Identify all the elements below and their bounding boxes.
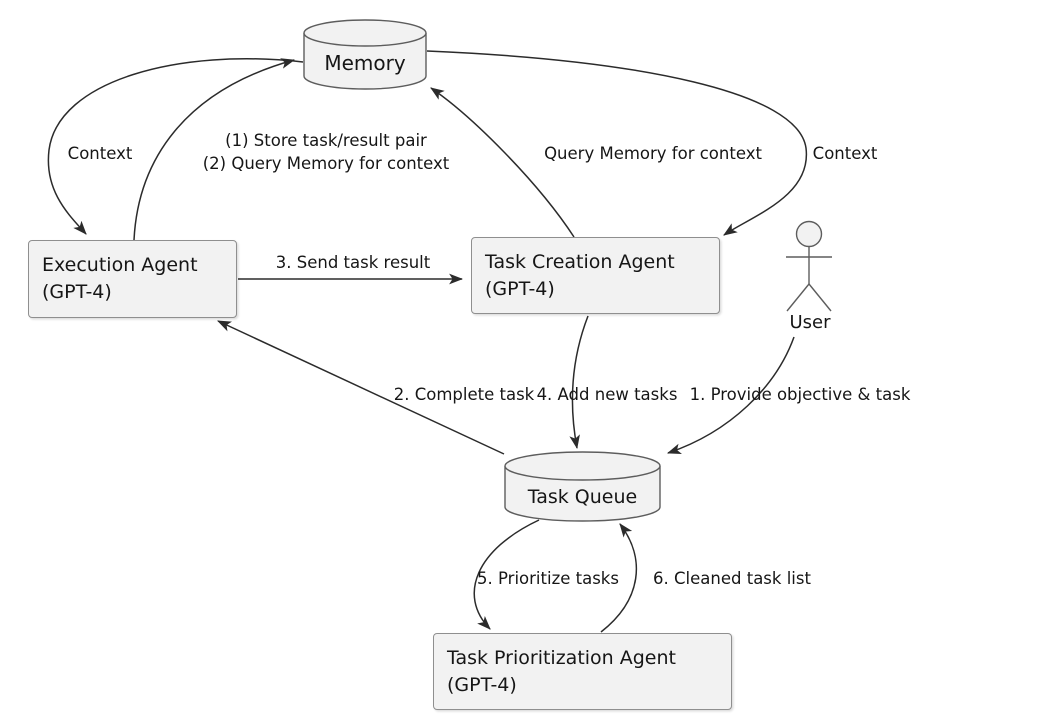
memory-cylinder — [303, 19, 427, 90]
edge-label-cleaned-task-list: 6. Cleaned task list — [653, 569, 811, 588]
edge-store-query — [133, 58, 296, 241]
task-creation-agent-label: Task Creation Agent — [485, 250, 675, 273]
edge-label-context-right: Context — [812, 144, 878, 163]
user-left-leg-line — [786, 283, 810, 312]
edge-label-query-memory: Query Memory for context — [544, 144, 762, 163]
task-queue-label: Task Queue — [527, 486, 638, 508]
edge-label-store-query-line2: (2) Query Memory for context — [202, 154, 450, 173]
task-prioritization-agent-label: Task Prioritization Agent — [447, 646, 676, 669]
edge-prioritize-tasks — [473, 519, 540, 630]
task-creation-agent-sublabel: (GPT-4) — [485, 277, 555, 300]
edge-cleaned-task-list — [600, 523, 638, 633]
execution-agent-label: Execution Agent — [42, 254, 198, 276]
task-queue-cylinder — [504, 451, 661, 522]
task-prioritization-agent-sublabel: (GPT-4) — [447, 673, 517, 696]
edge-context-left — [47, 58, 304, 235]
edge-add-new-tasks — [569, 315, 589, 450]
edge-label-add-new-tasks: 4. Add new tasks — [536, 385, 678, 404]
edge-label-store-query: (1) Store task/result pair (2) Query Mem… — [180, 129, 472, 175]
edge-label-provide-objective: 1. Provide objective & task — [689, 385, 911, 404]
edge-provide-objective — [666, 336, 795, 454]
edge-context-right — [426, 50, 808, 236]
edge-label-prioritize-tasks: 5. Prioritize tasks — [477, 569, 619, 588]
user-figure — [786, 220, 832, 312]
user-head-icon — [795, 220, 823, 248]
execution-agent-box: Execution Agent (GPT-4) — [28, 240, 237, 318]
edge-label-context-left: Context — [67, 144, 133, 163]
execution-agent-sublabel: (GPT-4) — [42, 281, 112, 303]
edge-query-memory — [430, 87, 575, 238]
user-label: User — [789, 312, 831, 333]
edge-label-complete-task: 2. Complete task — [393, 385, 535, 404]
task-creation-agent-box: Task Creation Agent (GPT-4) — [471, 237, 720, 314]
edge-complete-task — [217, 320, 505, 455]
user-right-leg-line — [808, 283, 832, 312]
memory-label: Memory — [324, 51, 406, 75]
task-prioritization-agent-box: Task Prioritization Agent (GPT-4) — [433, 633, 732, 710]
edge-label-send-task-result: 3. Send task result — [275, 253, 431, 272]
edge-label-store-query-line1: (1) Store task/result pair — [225, 131, 427, 150]
